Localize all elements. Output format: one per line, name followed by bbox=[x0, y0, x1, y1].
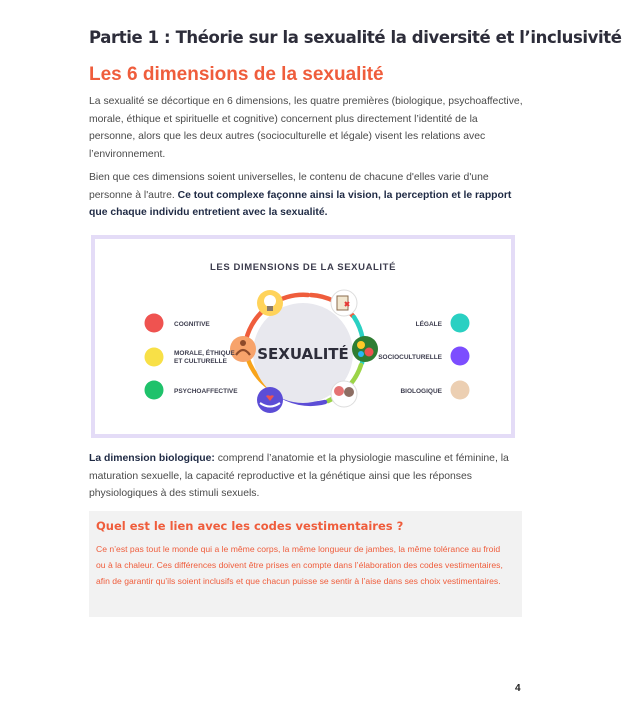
moral-dot bbox=[144, 347, 164, 367]
biologique-dot bbox=[450, 380, 470, 400]
legend-legale: LÉGALE bbox=[416, 319, 443, 328]
hands-heart-icon bbox=[257, 387, 283, 413]
infographic-svg: LES DIMENSIONS DE LA SEXUALITÉ SEXUALITÉ bbox=[144, 262, 470, 413]
cognitive-dot bbox=[144, 313, 164, 333]
intro-paragraph-2: Bien que ces dimensions soient universel… bbox=[89, 169, 525, 222]
biology-label: La dimension biologique: bbox=[89, 453, 215, 464]
callout-body: Ce n’est pas tout le monde qui a le même… bbox=[96, 544, 503, 586]
center-label: SEXUALITÉ bbox=[257, 344, 349, 363]
page-number: 4 bbox=[515, 683, 521, 694]
intro-paragraph-2-emphasis: Ce tout complexe façonne ainsi la vision… bbox=[89, 189, 512, 219]
legend-psychoaffective: PSYCHOAFFECTIVE bbox=[174, 388, 238, 395]
legend-moral: MORALE, ÉTHIQUE ET CULTURELLE bbox=[174, 348, 236, 365]
legend-moral-line-1: MORALE, ÉTHIQUE bbox=[174, 348, 235, 357]
infographic-title: LES DIMENSIONS DE LA SEXUALITÉ bbox=[210, 262, 396, 273]
checklist-icon bbox=[330, 289, 358, 317]
legend-right: LÉGALE SOCIOCULTURELLE BIOLOGIQUE bbox=[378, 313, 470, 400]
legend-moral-line-2: ET CULTURELLE bbox=[174, 358, 228, 365]
socioculturelle-dot bbox=[450, 346, 470, 366]
biology-text: comprend l’anatomie et la physiologie ma… bbox=[89, 453, 509, 500]
meditation-icon bbox=[230, 336, 256, 362]
center-circle bbox=[253, 303, 353, 403]
legend-cognitive: COGNITIVE bbox=[174, 321, 210, 328]
legend-biologique: BIOLOGIQUE bbox=[400, 388, 442, 395]
dimensions-infographic: LES DIMENSIONS DE LA SEXUALITÉ SEXUALITÉ bbox=[91, 235, 515, 438]
lightbulb-icon bbox=[257, 290, 283, 316]
intro-paragraph-2-text: Bien que ces dimensions soient universel… bbox=[89, 172, 489, 201]
legend-left: COGNITIVE MORALE, ÉTHIQUE ET CULTURELLE … bbox=[144, 313, 238, 400]
gears-icon bbox=[352, 336, 378, 362]
legend-socioculturelle: SOCIOCULTURELLE bbox=[378, 354, 442, 361]
legale-dot bbox=[450, 313, 470, 333]
psychoaffective-dot bbox=[144, 380, 164, 400]
section-title: Les 6 dimensions de la sexualité bbox=[89, 64, 384, 85]
part-title: Partie 1 : Théorie sur la sexualité la d… bbox=[89, 28, 622, 47]
callout-title: Quel est le lien avec les codes vestimen… bbox=[96, 519, 404, 533]
dress-code-callout: Quel est le lien avec les codes vestimen… bbox=[89, 511, 522, 617]
intro-paragraph-1: La sexualité se décortique en 6 dimensio… bbox=[89, 96, 523, 160]
biology-paragraph: La dimension biologique: comprend l’anat… bbox=[89, 450, 525, 503]
family-icon bbox=[330, 380, 358, 408]
